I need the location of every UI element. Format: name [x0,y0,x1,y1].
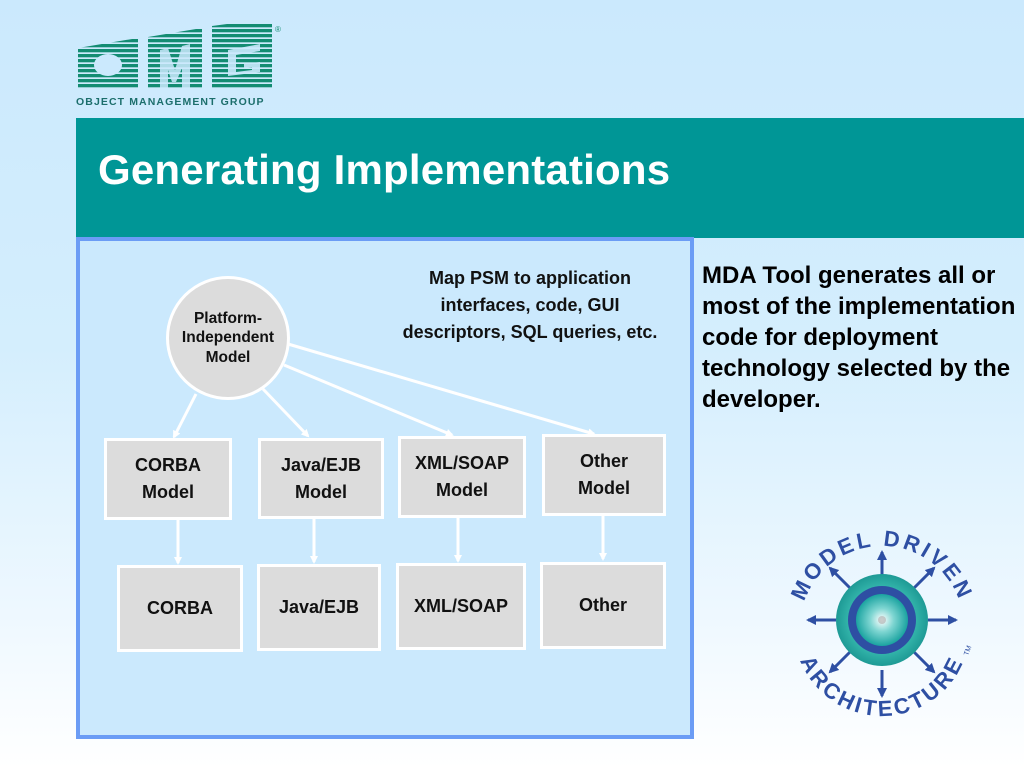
mda-logo-graphic: MODEL DRIVEN ARCHITECTURE TM [786,526,976,722]
logo-subtitle: OBJECT MANAGEMENT GROUP [76,96,265,108]
slide-title: Generating Implementations [98,146,671,193]
implementation-box-java-ejb: Java/EJB [257,564,381,651]
mda-arrows [806,550,958,698]
model-box-label: CORBA Model [135,455,201,502]
registered-mark: ® [275,25,281,34]
model-box-label: XML/SOAP Model [414,453,509,500]
omg-logo-mark: ® [78,24,281,88]
implementation-box-label: CORBA [147,598,213,618]
implementation-box-label: Other [578,595,627,615]
arrow-pim-to-other-model [287,342,596,437]
omg-logo: ® OBJECT MANAGEMENT GROUP [76,24,286,108]
title-band: Generating Implementations [76,118,1024,238]
pim-label-line: Platform- [193,309,263,327]
model-box-label: Java/EJB Model [280,454,362,502]
arrow-pim-to-xml-soap-model [283,363,454,437]
model-box-label: Other Model [578,451,630,498]
implementation-box-label: XML/SOAP [413,596,508,616]
mda-trademark: TM [963,645,973,657]
implementation-box-label: Java/EJB [278,597,360,617]
diagram-panel: Platform- Independent Model Map PSM to a… [76,237,694,739]
pim-label-line: Model [205,348,251,366]
model-box-corba: CORBA Model [104,438,232,520]
model-box-java-ejb: Java/EJB Model [258,438,384,519]
implementation-box-xml-soap: XML/SOAP [396,563,526,650]
arrow-pim-to-corba-model [172,393,198,439]
mda-description: MDA Tool generates all or most of the im… [702,262,1016,413]
logo-letter-o-hole [94,54,122,76]
arrow-pim-to-java-ejb-model [261,387,310,438]
implementation-box-corba: CORBA [117,565,243,652]
pim-label-line: Independent [181,329,275,347]
mda-logo: MODEL DRIVEN ARCHITECTURE TM [772,510,992,740]
model-box-xml-soap: XML/SOAP Model [398,436,526,518]
logo-letter-g [212,24,272,88]
model-box-other: Other Model [542,434,666,516]
platform-independent-model-node: Platform- Independent Model [166,276,290,400]
implementation-box-other: Other [540,562,666,649]
mapping-caption: Map PSM to application interfaces, code,… [402,268,658,342]
connector-layer [172,342,607,565]
